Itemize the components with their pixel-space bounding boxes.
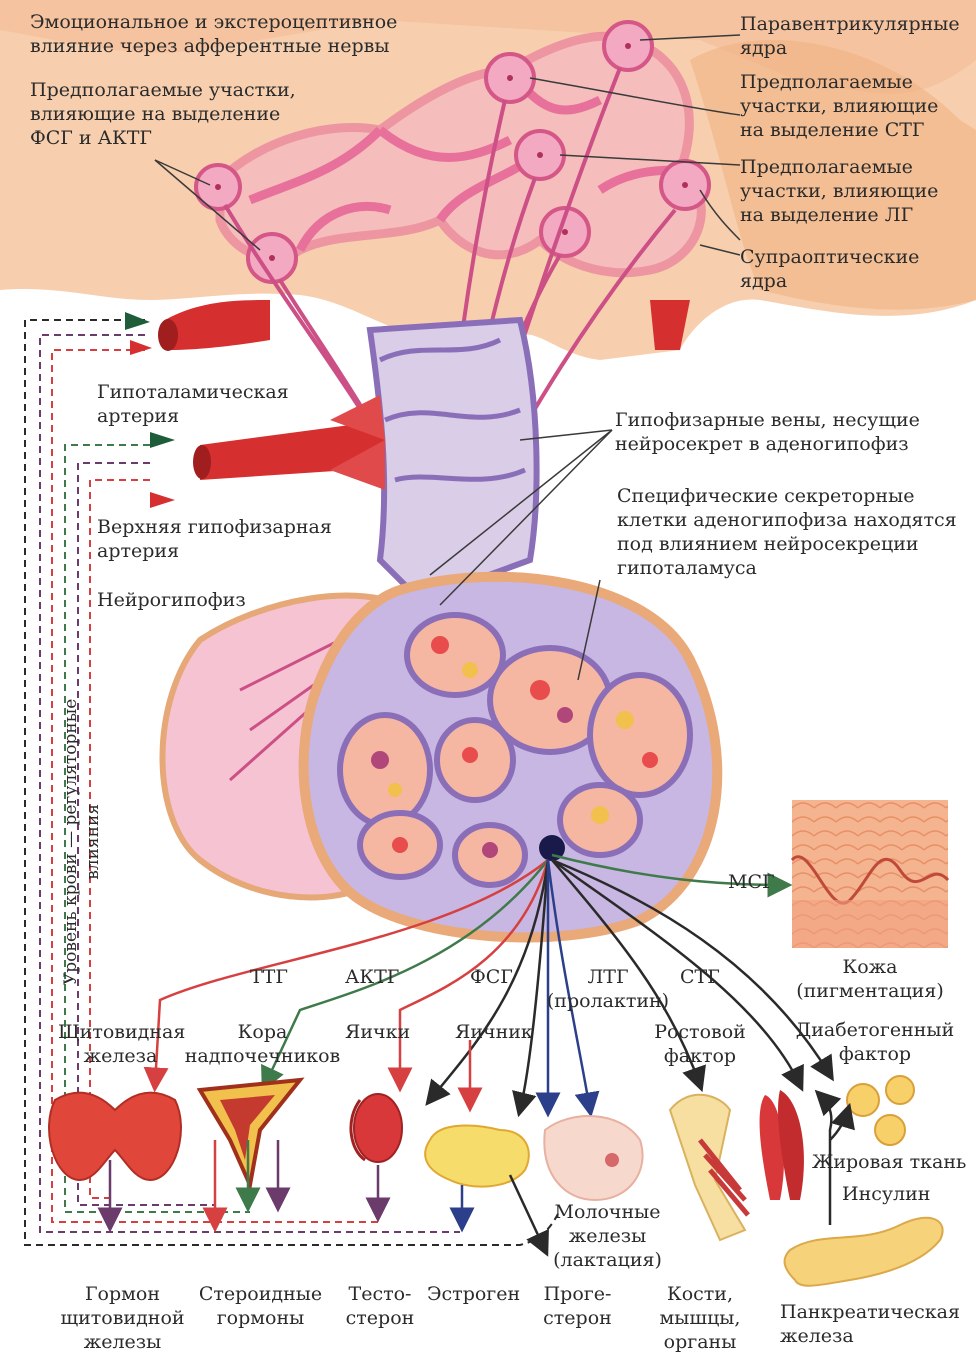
label-testosterone: Тесто- стерон — [340, 1282, 420, 1330]
adenohypophysis — [304, 577, 718, 938]
label-ltg-prolactin: ЛТГ (пролактин) — [543, 965, 673, 1013]
label-superior-hypophyseal-artery: Верхняя гипофизарная артерия — [97, 515, 332, 563]
label-pancreas: Панкреатическая железа — [780, 1300, 960, 1348]
label-progesterone: Проге- стерон — [535, 1282, 620, 1330]
label-fsg: ФСГ — [470, 965, 513, 989]
label-thyroid-gland: Щитовидная железа — [58, 1020, 183, 1068]
label-mammary-glands: Молочные железы (лактация) — [545, 1200, 670, 1272]
label-ttg: ТТГ — [250, 965, 288, 989]
label-aktg: АКТГ — [345, 965, 399, 989]
label-thyroid-hormone: Гормон щитовидной железы — [55, 1282, 190, 1354]
label-msg: МСГ — [728, 870, 775, 894]
label-fsg-aktg-sites: Предполагаемые участки, влияющие на выде… — [30, 78, 296, 150]
label-stg: СТГ — [680, 965, 720, 989]
label-paraventricular-nuclei: Паравентрикулярные ядра — [740, 12, 960, 60]
label-skin: Кожа (пигментация) — [790, 955, 950, 1003]
label-testes: Яички — [345, 1020, 410, 1044]
bone — [670, 1095, 748, 1240]
pancreas — [785, 1218, 943, 1286]
label-emotional-influence: Эмоциональное и экстероцептивное влияние… — [30, 10, 397, 58]
adipose-tissue — [847, 1076, 914, 1145]
label-lg-sites: Предполагаемые участки, влияющие на выде… — [740, 155, 938, 227]
skin-image — [792, 800, 948, 948]
label-blood-level: Уровень крови — регуляторные влияния — [60, 699, 104, 985]
label-diabetogenic-factor: Диабетогенный фактор — [790, 1018, 960, 1066]
label-adipose-tissue: Жировая ткань — [812, 1150, 966, 1174]
label-growth-factor: Ростовой фактор — [650, 1020, 750, 1068]
label-adrenal-cortex: Кора надпочечников — [180, 1020, 345, 1068]
label-estrogen: Эстроген — [427, 1282, 520, 1306]
mammary-gland — [544, 1116, 642, 1200]
label-neurohypophysis: Нейрогипофиз — [97, 588, 246, 612]
label-hypothalamic-artery: Гипоталамическая артерия — [97, 380, 289, 428]
thyroid-gland — [49, 1093, 181, 1180]
label-ovary: Яичник — [455, 1020, 533, 1044]
label-insulin: Инсулин — [842, 1182, 930, 1206]
testis — [351, 1094, 402, 1162]
label-pituitary-veins: Гипофизарные вены, несущие нейросекрет в… — [615, 408, 920, 456]
muscle — [760, 1090, 804, 1200]
label-steroid-hormones: Стероидные гормоны — [193, 1282, 328, 1330]
label-stg-sites: Предполагаемые участки, влияющие на выде… — [740, 70, 938, 142]
ovary — [425, 1126, 529, 1187]
pituitary-stalk — [370, 320, 537, 600]
label-supraoptic-nuclei: Супраоптические ядра — [740, 245, 919, 293]
label-bones-muscles-organs: Кости, мышцы, органы — [650, 1282, 750, 1354]
label-secretory-cells: Специфические секреторные клетки аденоги… — [617, 484, 957, 580]
